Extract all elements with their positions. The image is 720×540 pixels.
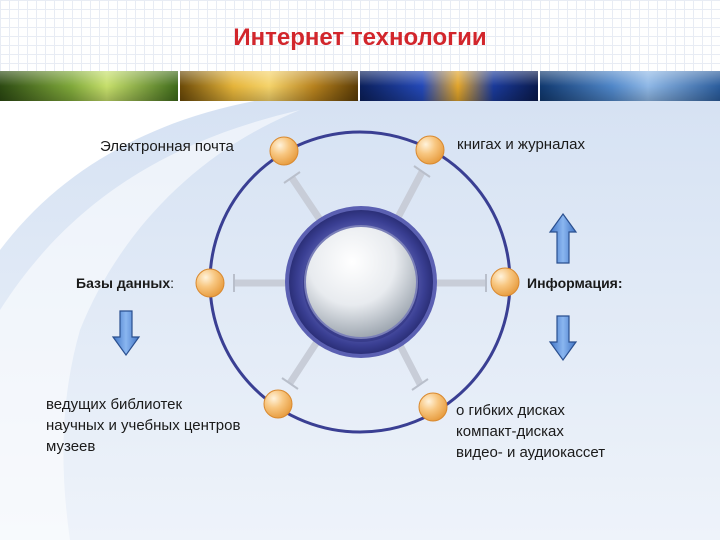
- photo-strip-2: [180, 71, 358, 101]
- arrow-down-left-icon: [111, 310, 141, 357]
- label-information: Информация:: [527, 275, 623, 291]
- arrow-down-icon: [548, 315, 578, 362]
- node-media: [418, 392, 448, 422]
- label-media: о гибких дисках компакт-дисках видео- и ау…: [456, 400, 605, 463]
- media-line-1: о гибких дисках: [456, 402, 565, 419]
- photo-strip-4: [540, 71, 720, 101]
- node-libraries: [263, 389, 293, 419]
- page-title: Интернет технологии: [233, 24, 487, 51]
- libraries-line-1: ведущих библиотек: [46, 396, 183, 413]
- label-email: Электронная почта: [100, 138, 234, 155]
- label-libraries: ведущих библиотек научных и учебных центр…: [46, 394, 240, 457]
- media-line-2: компакт-дисках: [456, 423, 564, 440]
- spoke-caps: [233, 165, 487, 391]
- label-databases: Базы данных:: [76, 275, 175, 291]
- node-books: [415, 135, 445, 165]
- libraries-line-2: научных и учебных центров: [46, 417, 241, 434]
- label-books: книгах и журналах: [457, 136, 586, 153]
- photo-strip-3: [360, 71, 538, 101]
- libraries-line-3: музеев: [46, 438, 96, 455]
- arrow-up-icon: [548, 212, 578, 264]
- node-information: [490, 267, 520, 297]
- node-email: [269, 136, 299, 166]
- node-databases: [195, 268, 225, 298]
- media-line-3: видео- и аудиокассет: [456, 444, 606, 461]
- grid-background: [0, 0, 720, 72]
- photo-strip-1: [0, 71, 178, 101]
- hub-center: [304, 225, 418, 339]
